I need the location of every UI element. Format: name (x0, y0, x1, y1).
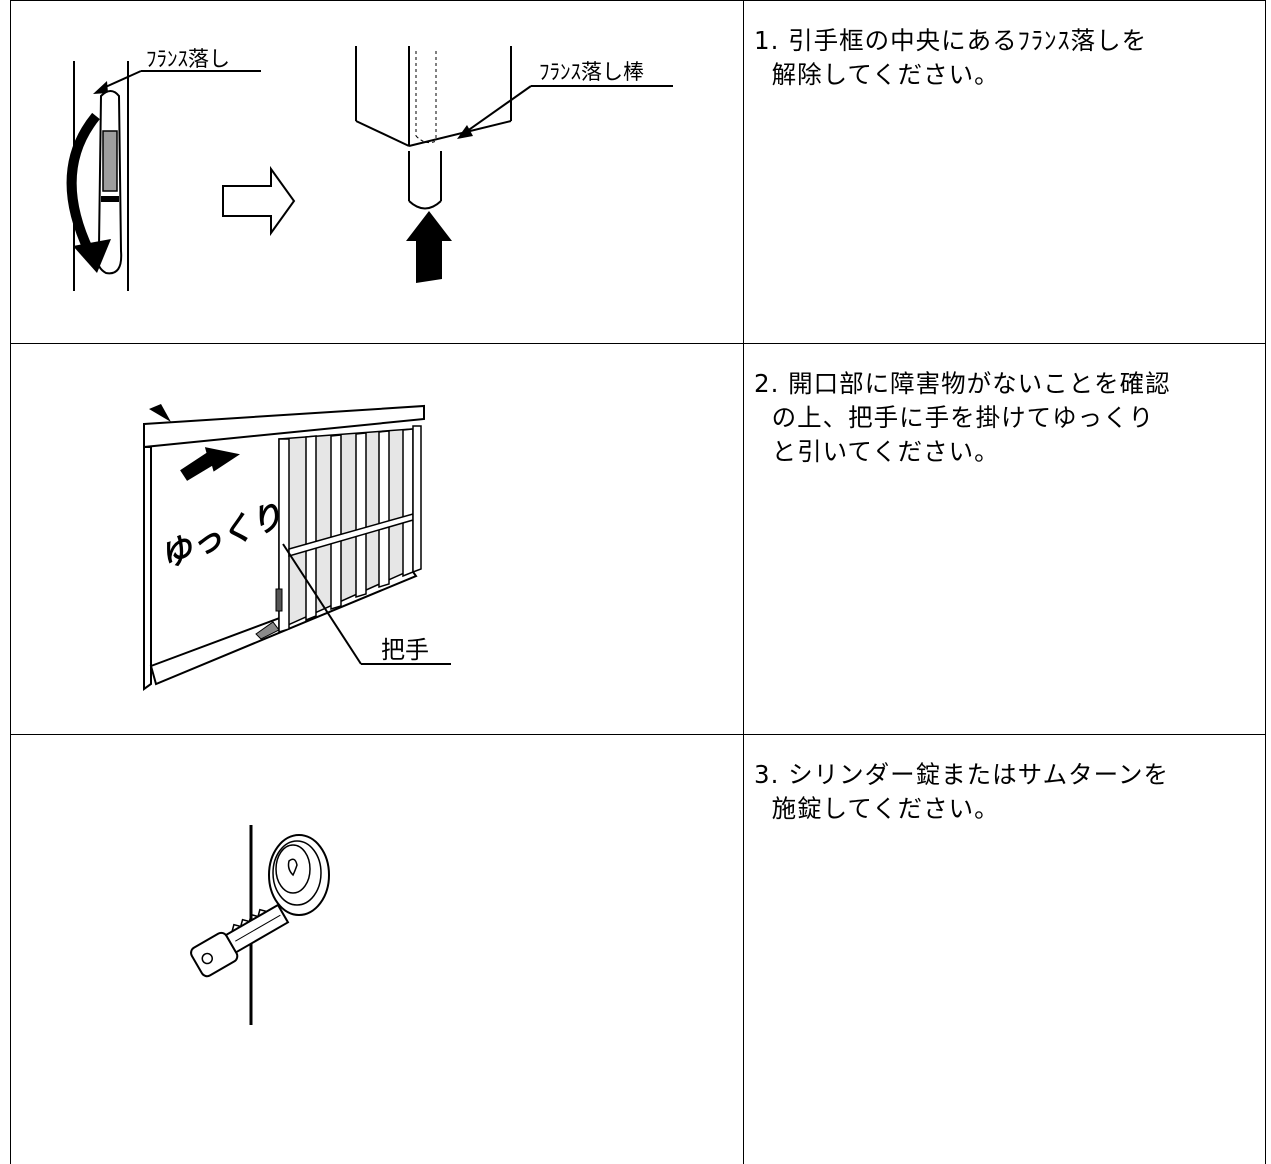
step-1-figure: ﾌﾗﾝｽ落し ﾌﾗﾝｽ落し棒 (11, 1, 743, 343)
table-divider (743, 0, 744, 1164)
flush-bolt-rod-label: ﾌﾗﾝｽ落し棒 (539, 60, 644, 84)
instruction-table (10, 0, 1266, 1164)
step-row-1 (10, 0, 1266, 343)
step-2-figure: ゆっくり 把手 (11, 344, 743, 734)
step-row-2 (10, 343, 1266, 734)
flush-bolt-label: ﾌﾗﾝｽ落し (146, 47, 230, 71)
table-border-right (1265, 0, 1266, 1164)
step-2-text: 2. 開口部に障害物がないことを確認 の上、把手に手を掛けてゆっくり と引いてく… (754, 369, 1171, 466)
step-row-3 (10, 734, 1266, 1164)
handle-label: 把手 (381, 636, 429, 664)
step-3-text: 3. シリンダー錠またはサムターンを 施錠してください。 (754, 760, 1169, 823)
slowly-label: ゆっくり (155, 496, 288, 575)
step-3-figure (11, 735, 743, 1164)
table-border-left (10, 0, 11, 1164)
step-1-text: 1. 引手框の中央にあるﾌﾗﾝｽ落しを 解除してください。 (754, 26, 1148, 89)
